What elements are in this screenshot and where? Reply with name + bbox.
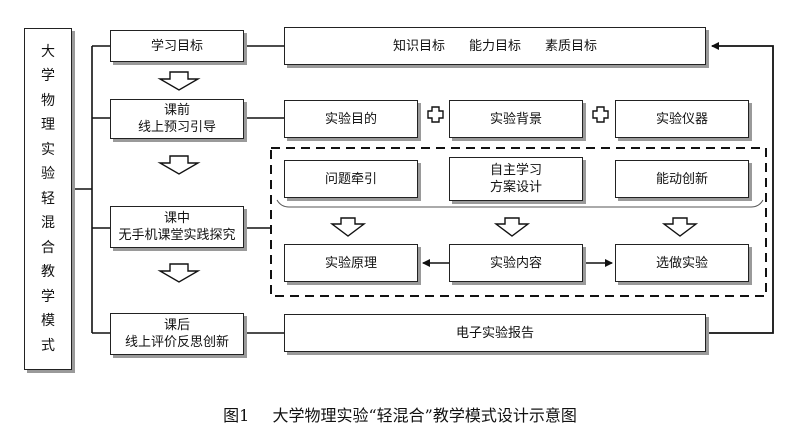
goal-knowledge: 知识目标 (392, 38, 445, 54)
figure-number: 图1 (223, 406, 250, 425)
top-row-bracket (276, 199, 764, 208)
goal-quality: 素质目标 (545, 38, 598, 54)
in-item-sublabel: 方案设计 (489, 180, 542, 195)
stage-in-box: 课中 无手机课堂实践探究 (110, 206, 244, 248)
stage-pre-label: 课前 (163, 103, 190, 118)
in-item-label: 能动创新 (655, 171, 708, 187)
pre-item-instruments: 实验仪器 (615, 100, 749, 138)
down-arrow-icon (157, 71, 201, 91)
stage-goal-box: 学习目标 (110, 30, 244, 62)
side-title-char: 模 (41, 313, 55, 330)
report-box: 电子实验报告 (284, 314, 706, 352)
pre-item-label: 实验仪器 (655, 111, 708, 127)
stage-in-sublabel: 无手机课堂实践探究 (118, 228, 236, 243)
in-item-question: 问题牵引 (284, 160, 418, 198)
feedback-arrow (706, 42, 774, 334)
pre-item-purpose: 实验目的 (284, 100, 418, 138)
down-arrow-icon (329, 217, 367, 237)
in-item-self-study: 自主学习 方案设计 (449, 157, 583, 201)
in-item-label: 问题牵引 (324, 171, 377, 187)
down-arrow-icon (493, 217, 531, 237)
side-title-box: 大 学 物 理 实 验 轻 混 合 教 学 模 式 (24, 28, 72, 370)
in-item-label: 实验原理 (324, 255, 377, 271)
stage-in-label: 课中 (163, 211, 190, 226)
in-item-innovation: 能动创新 (615, 160, 749, 198)
goal-ability: 能力目标 (468, 38, 521, 54)
down-arrow-icon (157, 263, 201, 283)
side-title-char: 教 (41, 264, 55, 281)
stage-post-label: 课后 (163, 318, 190, 333)
figure-title: 大学物理实验“轻混合”教学模式设计示意图 (272, 406, 577, 425)
stage-goal-label: 学习目标 (150, 38, 203, 54)
pre-item-label: 实验目的 (324, 111, 377, 127)
down-arrow-icon (661, 217, 699, 237)
in-item-principle: 实验原理 (284, 244, 418, 282)
stage-post-box: 课后 线上评价反思创新 (110, 313, 244, 355)
in-item-label: 自主学习 (489, 163, 542, 178)
side-title-char: 实 (41, 141, 55, 158)
in-class-frame (270, 147, 767, 297)
in-item-label: 选做实验 (655, 255, 708, 271)
side-title-char: 式 (41, 337, 55, 354)
side-title-char: 验 (41, 166, 55, 183)
side-title-char: 学 (41, 68, 55, 85)
in-item-optional: 选做实验 (615, 244, 749, 282)
side-title-char: 学 (41, 288, 55, 305)
in-item-label: 实验内容 (489, 255, 542, 271)
side-title-char: 合 (41, 239, 55, 256)
report-label: 电子实验报告 (455, 325, 534, 341)
side-title-char: 理 (41, 117, 55, 134)
stage-pre-box: 课前 线上预习引导 (110, 99, 244, 139)
stage-post-sublabel: 线上评价反思创新 (124, 335, 229, 350)
bracket-line (72, 45, 110, 334)
in-item-content: 实验内容 (449, 244, 583, 282)
side-title-char: 混 (41, 215, 55, 232)
plus-icon (592, 106, 609, 123)
side-title-char: 物 (41, 92, 55, 109)
side-title-char: 轻 (41, 190, 55, 207)
pre-item-background: 实验背景 (449, 100, 583, 138)
side-title-char: 大 (41, 43, 55, 60)
stage-pre-sublabel: 线上预习引导 (137, 120, 216, 135)
down-arrow-icon (157, 155, 201, 175)
pre-item-label: 实验背景 (489, 111, 542, 127)
figure-caption: 图1 大学物理实验“轻混合”教学模式设计示意图 (0, 402, 800, 426)
goals-box: 知识目标 能力目标 素质目标 (284, 27, 706, 65)
plus-icon (427, 106, 444, 123)
